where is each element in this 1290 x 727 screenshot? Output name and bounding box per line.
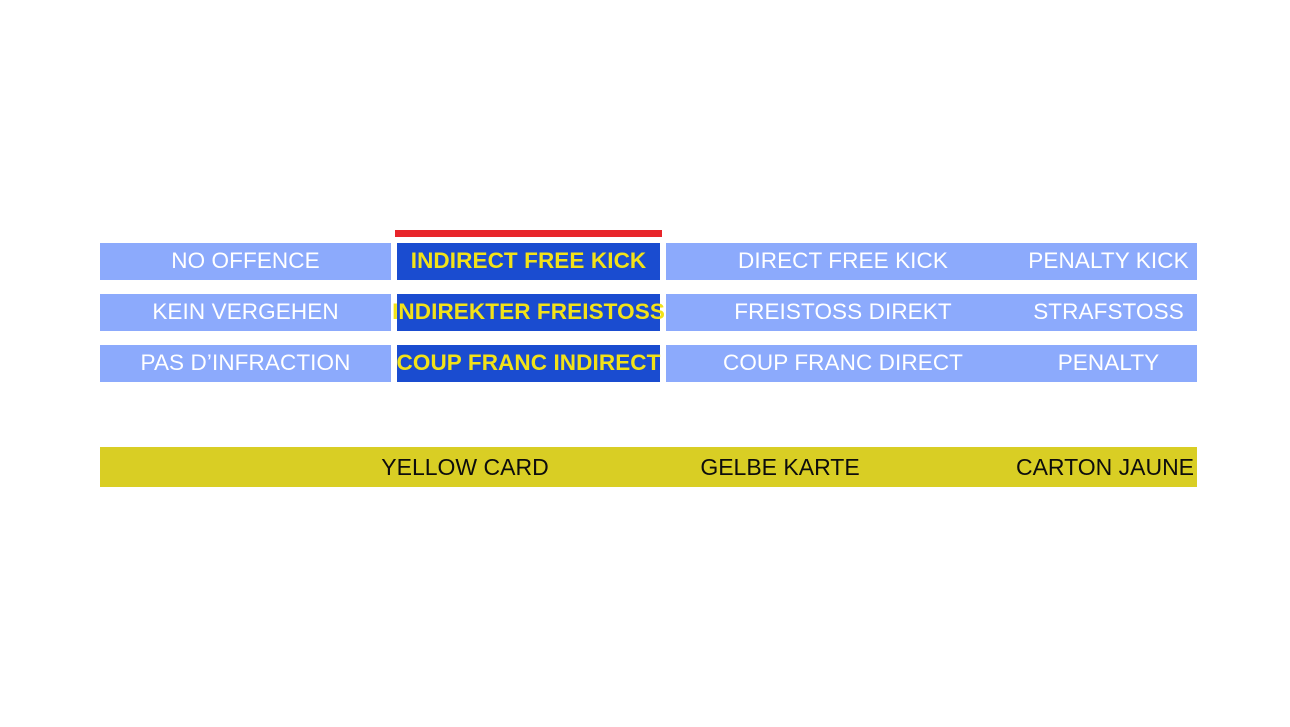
cell-indirect-free-kick-en[interactable]: INDIRECT FREE KICK <box>397 243 660 280</box>
cell-indirect-free-kick-fr[interactable]: COUP FRANC INDIRECT <box>397 345 660 382</box>
cell-no-offence-en[interactable]: NO OFFENCE <box>100 243 391 280</box>
cell-label: KEIN VERGEHEN <box>152 299 339 325</box>
cell-no-offence-de[interactable]: KEIN VERGEHEN <box>100 294 391 331</box>
sanction-row-german: KEIN VERGEHEN INDIREKTER FREISTOSS FREIS… <box>100 294 1197 331</box>
cell-label-penalty-kick: PENALTY KICK <box>1028 248 1189 274</box>
cell-group-direct-penalty-fr[interactable]: COUP FRANC DIRECT PENALTY <box>666 345 1197 382</box>
selected-column-marker <box>395 230 662 237</box>
cell-no-offence-fr[interactable]: PAS D’INFRACTION <box>100 345 391 382</box>
cell-indirect-free-kick-de[interactable]: INDIREKTER FREISTOSS <box>392 294 665 331</box>
cell-label-penalty-kick: STRAFSTOSS <box>1033 299 1184 325</box>
cell-label: INDIREKTER FREISTOSS <box>392 299 665 325</box>
yellow-card-bar[interactable]: YELLOW CARD GELBE KARTE CARTON JAUNE <box>100 447 1197 487</box>
cell-label-direct-free-kick: COUP FRANC DIRECT <box>722 350 964 376</box>
sanction-row-french: PAS D’INFRACTION COUP FRANC INDIRECT COU… <box>100 345 1197 382</box>
yellow-card-label-fr: CARTON JAUNE <box>1015 453 1195 480</box>
cell-label: PAS D’INFRACTION <box>140 350 351 376</box>
cell-label: COUP FRANC INDIRECT <box>396 350 661 376</box>
cell-group-direct-penalty-de[interactable]: FREISTOSS DIREKT STRAFSTOSS <box>666 294 1197 331</box>
cell-label: INDIRECT FREE KICK <box>410 248 647 274</box>
yellow-card-label-de: GELBE KARTE <box>700 453 860 480</box>
cell-label: NO OFFENCE <box>171 248 320 274</box>
cell-label-direct-free-kick: DIRECT FREE KICK <box>738 248 948 274</box>
cell-label-direct-free-kick: FREISTOSS DIREKT <box>734 299 952 325</box>
sanction-row-english: NO OFFENCE INDIRECT FREE KICK DIRECT FRE… <box>100 243 1197 280</box>
yellow-card-label-en: YELLOW CARD <box>381 453 549 480</box>
cell-label-penalty-kick: PENALTY <box>1057 350 1160 376</box>
cell-group-direct-penalty-en[interactable]: DIRECT FREE KICK PENALTY KICK <box>666 243 1197 280</box>
